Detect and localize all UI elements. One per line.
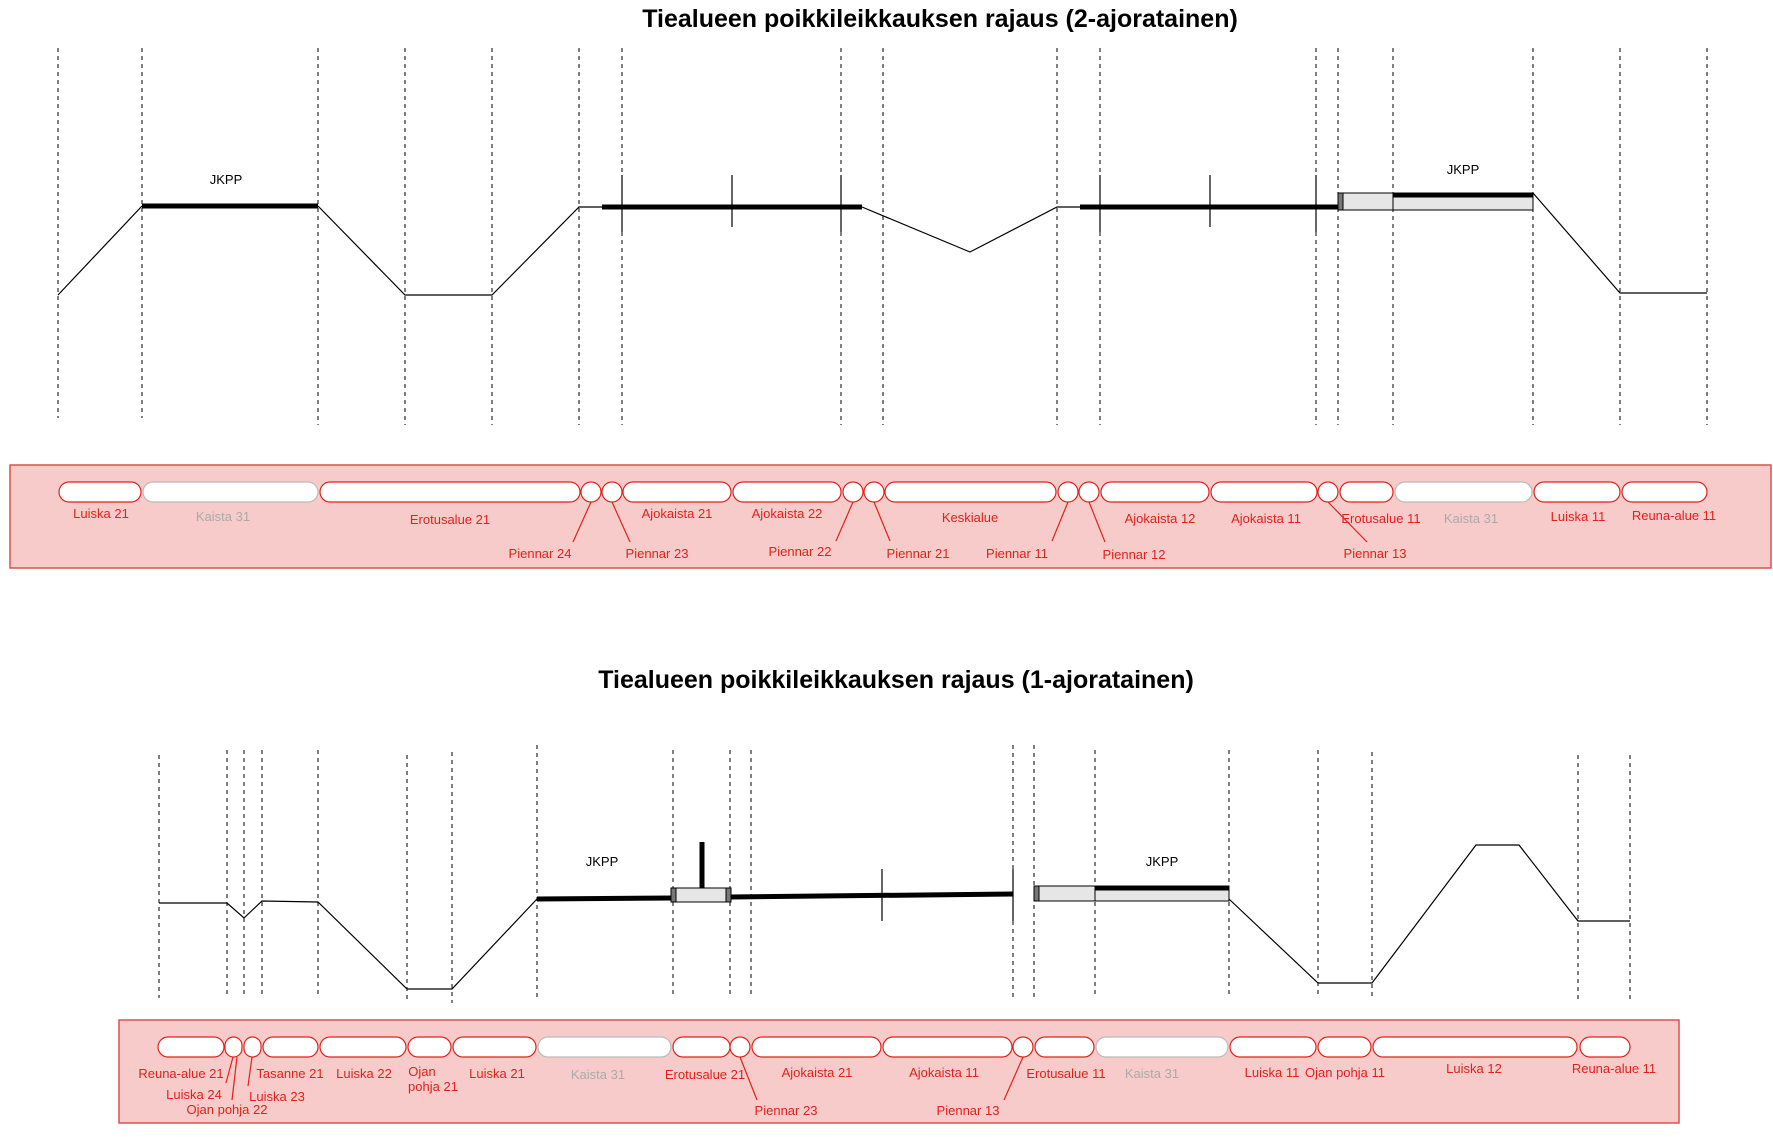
zone-pill <box>1078 481 1100 503</box>
zone-label: Erotusalue 11 <box>1341 511 1420 526</box>
zone-label: Erotusalue 21 <box>665 1067 745 1082</box>
zone-label: Ojan <box>408 1064 435 1079</box>
diagram-1-title: Tiealueen poikkileikkauksen rajaus (2-aj… <box>642 5 1238 33</box>
zone-label: Ojan pohja 11 <box>1305 1065 1385 1080</box>
zone-pill <box>58 481 142 503</box>
zone-label: Luiska 12 <box>1446 1061 1502 1076</box>
zone-label: Tasanne 21 <box>256 1066 323 1081</box>
zone-label: Kaista 31 <box>1125 1066 1179 1081</box>
boundary-lines <box>57 48 1708 425</box>
diagram-2-title: Tiealueen poikkileikkauksen rajaus (1-aj… <box>598 666 1194 694</box>
segment-label-jkpp: JKPP <box>1146 854 1179 869</box>
zone-label: Ajokaista 11 <box>1231 511 1301 526</box>
zone-pill <box>319 1036 407 1058</box>
zone-pill <box>243 1036 262 1058</box>
zone-label: Luiska 21 <box>73 506 129 521</box>
zone-label: Luiska 11 <box>1551 509 1606 524</box>
zone-pill <box>157 1036 225 1058</box>
zone-label: Piennar 12 <box>1103 547 1166 562</box>
zone-pill <box>884 481 1057 503</box>
zone-pill <box>1012 1036 1034 1058</box>
ground-profile <box>159 842 1630 990</box>
zone-label: Reuna-alue 21 <box>138 1066 223 1081</box>
segment-label-jkpp: JKPP <box>1447 162 1480 177</box>
zone-pill <box>1533 481 1621 503</box>
zone-pill <box>1057 481 1079 503</box>
zone-label: Kaista 31 <box>571 1067 625 1082</box>
zone-label: Piennar 22 <box>769 544 832 559</box>
zone-pill <box>601 481 623 503</box>
zone-pill <box>580 481 602 503</box>
zone-pill <box>1100 481 1210 503</box>
zone-pill <box>1339 481 1394 503</box>
zone-label: Luiska 21 <box>469 1066 525 1081</box>
zone-pills <box>157 1036 1631 1058</box>
zone-pill <box>863 481 885 503</box>
zone-pill <box>842 481 864 503</box>
zone-label: Piennar 13 <box>937 1103 1000 1118</box>
zone-pill <box>672 1036 731 1058</box>
zone-label: Ajokaista 11 <box>909 1065 979 1080</box>
zone-pill <box>729 1036 751 1058</box>
zone-pill <box>751 1036 882 1058</box>
zone-label: Luiska 11 <box>1245 1065 1300 1080</box>
zone-pill <box>1317 1036 1372 1058</box>
zone-pill <box>1034 1036 1095 1058</box>
zone-label: Ajokaista 21 <box>782 1065 853 1080</box>
zone-pill <box>622 481 732 503</box>
zone-pill <box>262 1036 319 1058</box>
zone-label: Ajokaista 21 <box>642 506 713 521</box>
zone-pill <box>142 481 319 503</box>
segment-label-jkpp: JKPP <box>586 854 619 869</box>
zone-label: Ojan pohja 22 <box>187 1102 268 1117</box>
zone-label: Ajokaista 22 <box>752 506 823 521</box>
zone-labels: Luiska 21 Kaista 31 Erotusalue 21 Pienna… <box>73 506 1716 562</box>
zone-label: Piennar 23 <box>626 546 689 561</box>
diagram-2-carriageway: Tiealueen poikkileikkauksen rajaus (2-aj… <box>9 5 1772 569</box>
zone-label: Kaista 31 <box>196 509 250 524</box>
zone-pill <box>1621 481 1708 503</box>
zone-label: Luiska 23 <box>249 1089 305 1104</box>
zone-label: Reuna-alue 11 <box>1572 1061 1656 1076</box>
zone-pill <box>1210 481 1318 503</box>
zone-label: Piennar 21 <box>887 546 950 561</box>
zone-label: Luiska 24 <box>166 1087 222 1102</box>
zone-pill <box>452 1036 537 1058</box>
diagram-1-carriageway: Tiealueen poikkileikkauksen rajaus (1-aj… <box>118 666 1680 1124</box>
zone-pill <box>1579 1036 1631 1058</box>
zone-label: Piennar 24 <box>509 546 572 561</box>
zone-label: Piennar 23 <box>755 1103 818 1118</box>
zone-pill <box>1317 481 1339 503</box>
zone-leaders <box>572 501 1368 543</box>
zone-pill <box>1372 1036 1578 1058</box>
zone-pill <box>882 1036 1013 1058</box>
zone-label: Luiska 22 <box>336 1066 392 1081</box>
zone-label: Reuna-alue 11 <box>1632 508 1716 523</box>
zone-pills <box>58 481 1708 503</box>
zone-leaders <box>225 1056 1024 1101</box>
zone-label: Piennar 13 <box>1344 546 1407 561</box>
zone-label: Ajokaista 12 <box>1125 511 1196 526</box>
zone-pill <box>1229 1036 1317 1058</box>
zone-labels: Reuna-alue 21 Luiska 24 Ojan pohja 22 Lu… <box>138 1061 1656 1118</box>
zone-label: Erotusalue 21 <box>410 512 490 527</box>
segment-label-jkpp: JKPP <box>210 172 243 187</box>
zone-label: Erotusalue 11 <box>1026 1066 1105 1081</box>
boundary-lines <box>158 745 1631 1003</box>
zone-label: Kaista 31 <box>1444 511 1498 526</box>
zone-label: Keskialue <box>942 510 998 525</box>
zone-pill <box>407 1036 452 1058</box>
zone-pill <box>1394 481 1533 503</box>
zone-label: pohja 21 <box>408 1079 458 1094</box>
ground-profile <box>57 175 1707 296</box>
zone-label: Piennar 11 <box>986 546 1048 561</box>
zone-pill <box>537 1036 672 1058</box>
zone-pill <box>732 481 842 503</box>
zone-pill <box>319 481 581 503</box>
zone-pill <box>1095 1036 1229 1058</box>
zone-pill <box>224 1036 243 1058</box>
